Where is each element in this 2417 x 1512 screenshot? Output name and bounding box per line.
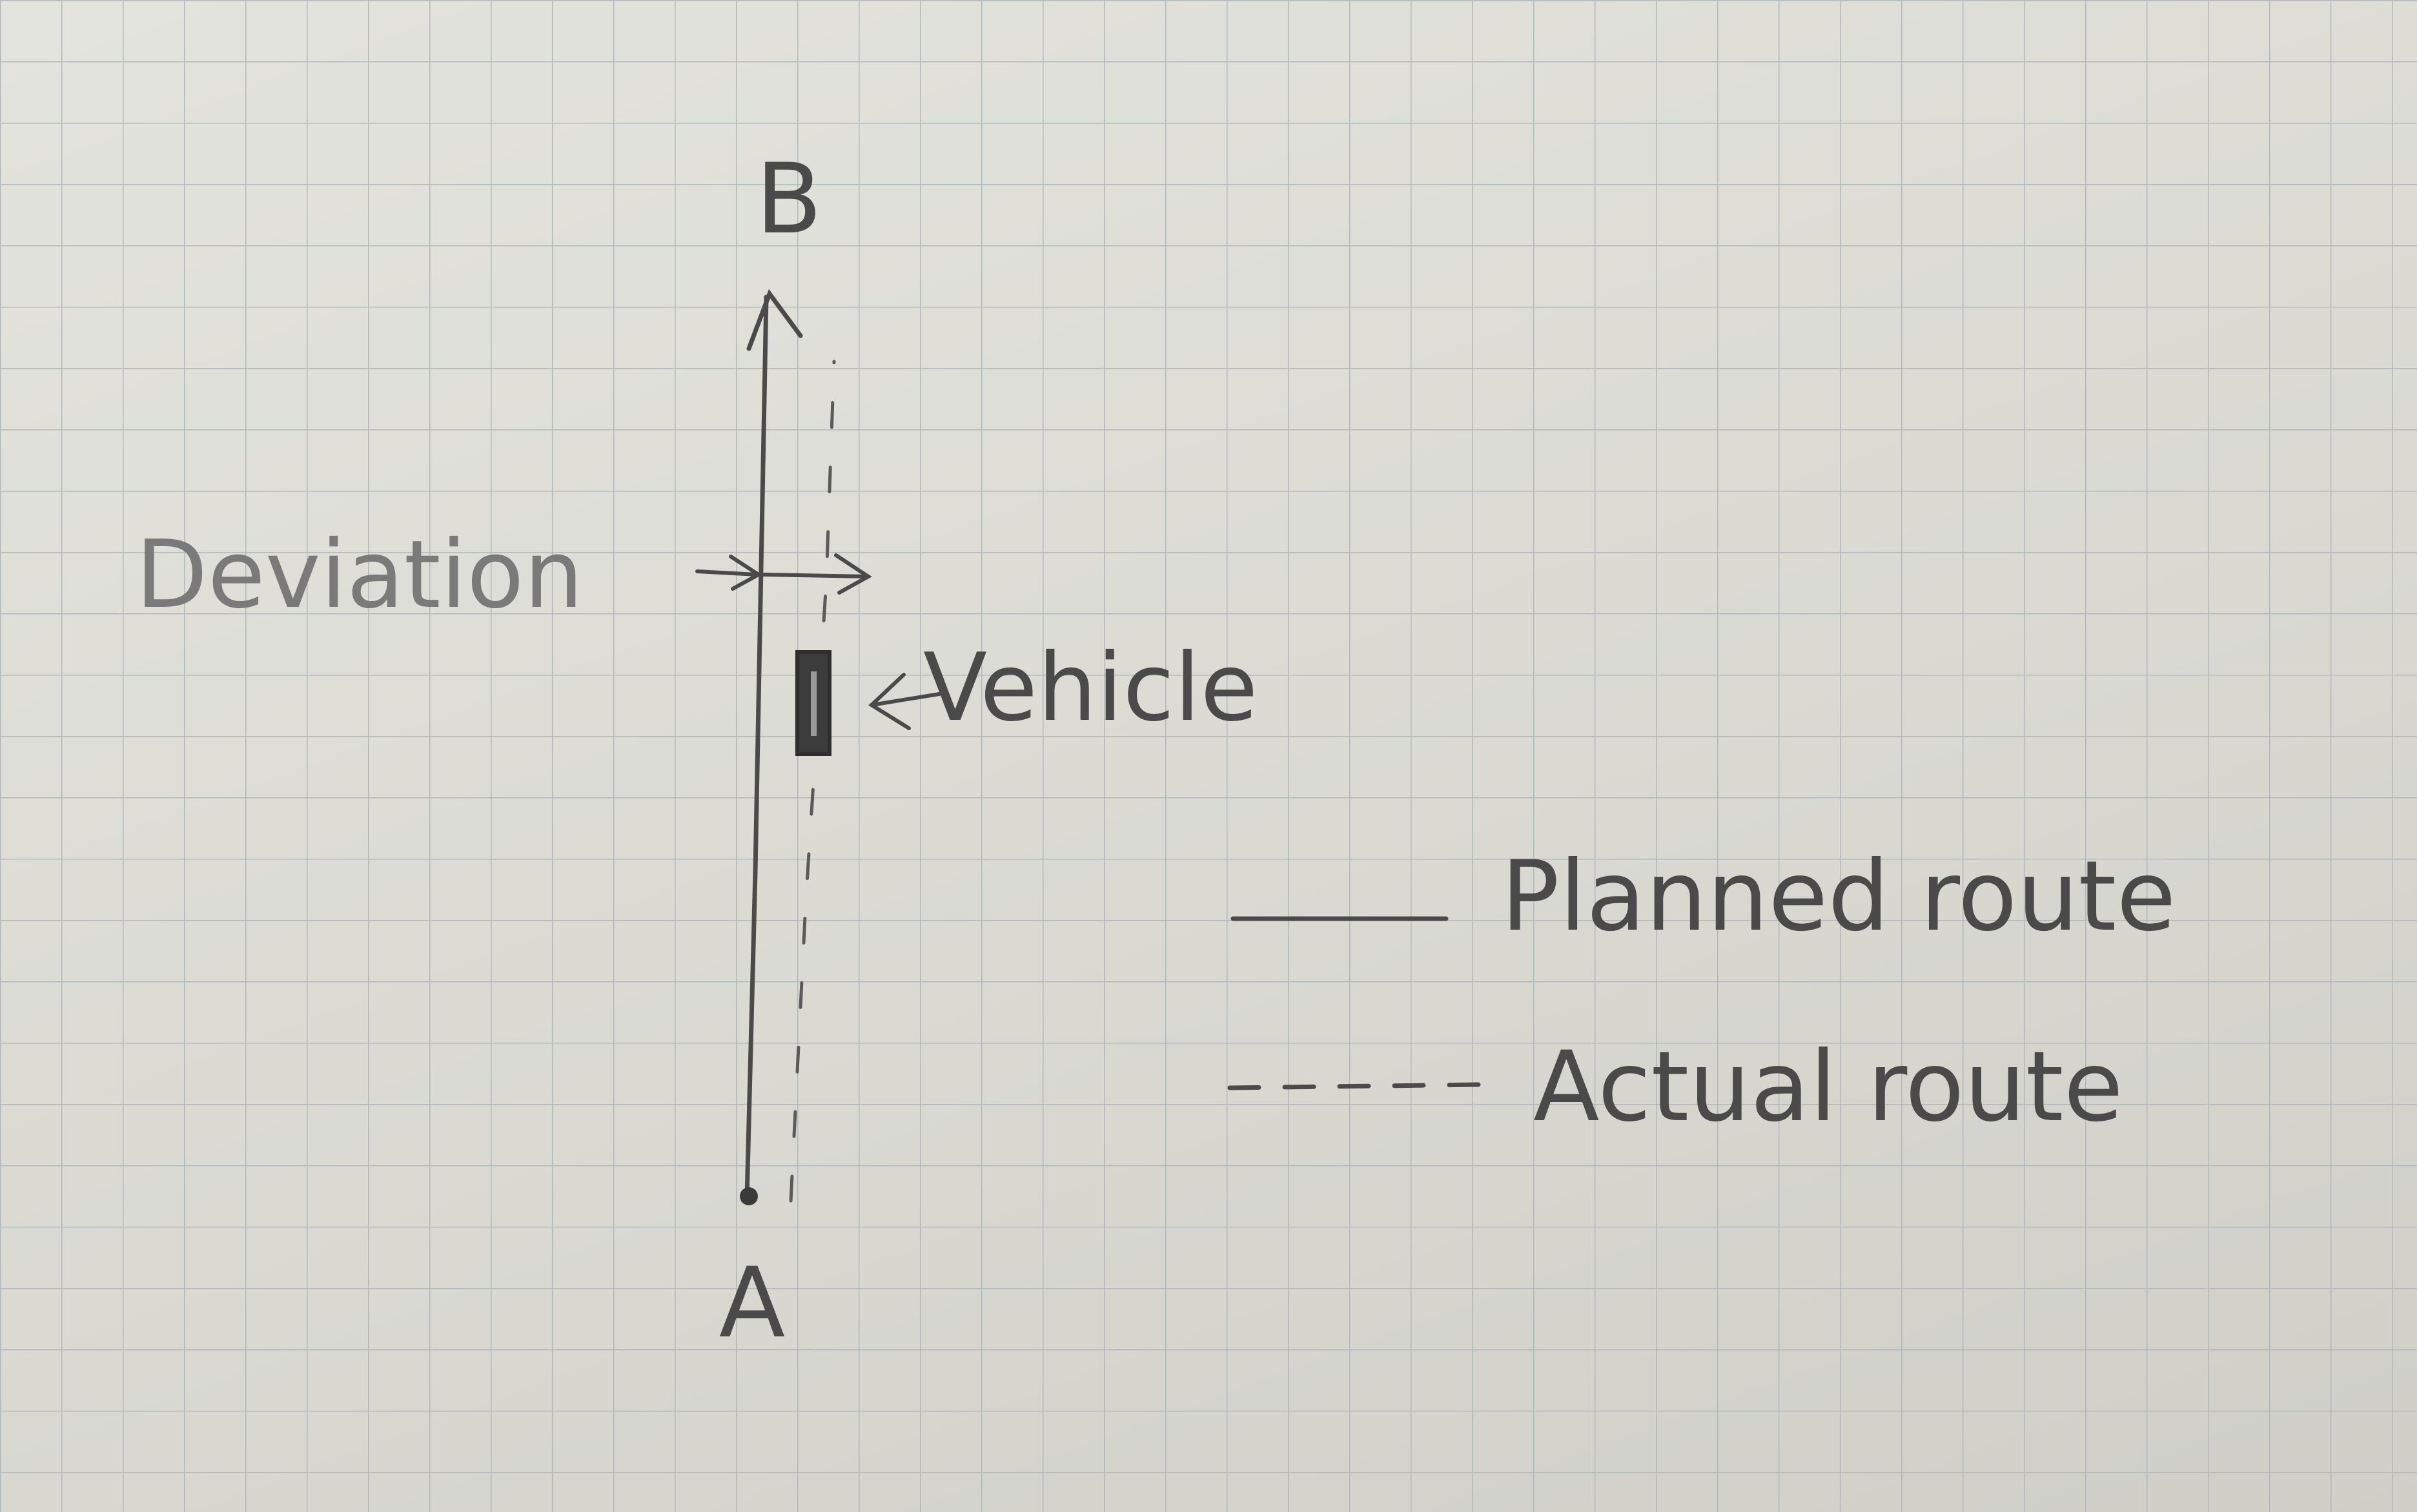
vehicle-marker (795, 650, 831, 756)
vehicle-pointer-arrow-icon (868, 673, 941, 730)
start-point-label: A (719, 1247, 786, 1360)
planned-route-line (744, 289, 803, 1200)
start-point-marker (740, 1187, 758, 1205)
deviation-label: Deviation (136, 520, 584, 629)
deviation-measure (695, 553, 872, 595)
vehicle-label: Vehicle (923, 633, 1258, 742)
legend-dashed-swatch (1227, 1082, 1481, 1090)
legend: Planned route Actual route (1227, 841, 2176, 1143)
end-point-label: B (756, 143, 822, 256)
legend-actual-label: Actual route (1533, 1031, 2123, 1143)
legend-planned-label: Planned route (1501, 841, 2176, 953)
arrowhead-icon (746, 289, 803, 351)
